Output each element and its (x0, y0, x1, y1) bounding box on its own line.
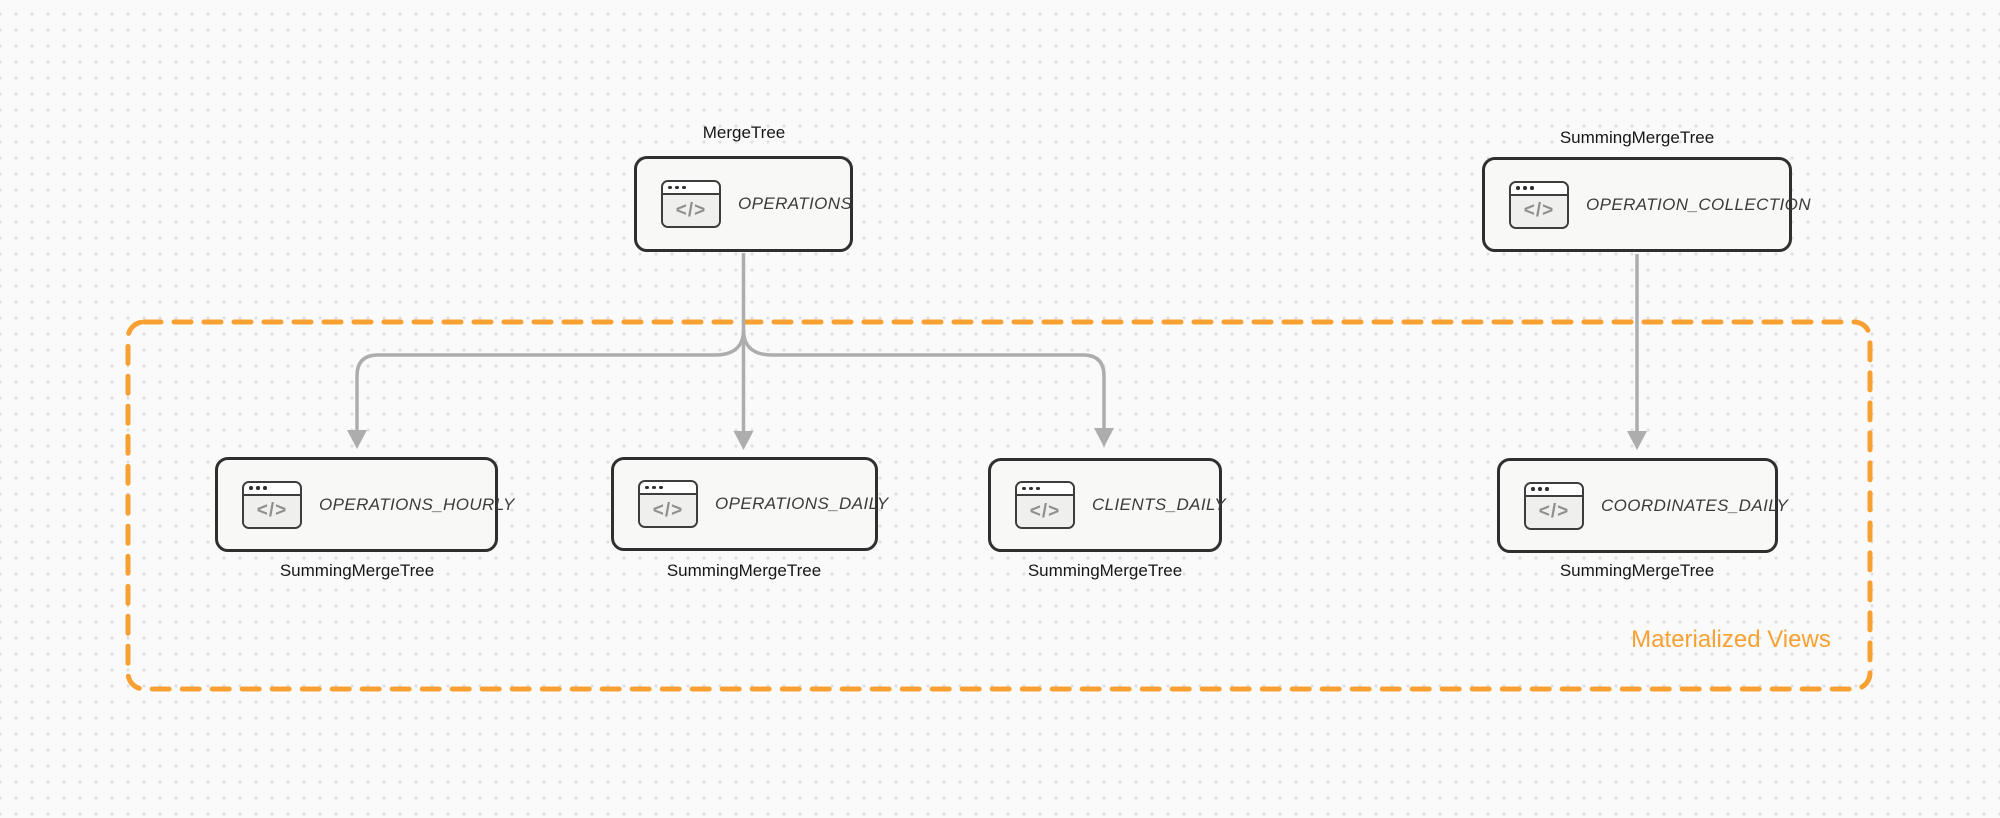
node-operations-hourly: </> OPERATIONS_HOURLY (215, 457, 514, 552)
node-label: OPERATION_COLLECTION (1586, 194, 1811, 214)
engine-caption-operations-hourly: SummingMergeTree (279, 561, 435, 580)
node-operation-collection: </> OPERATION_COLLECTION (1482, 157, 1811, 252)
code-window-icon: </> (661, 180, 721, 228)
materialized-views-label: Materialized Views (1631, 626, 1831, 653)
edge-operations-to-operations-daily (733, 253, 754, 450)
code-window-icon: </> (1524, 481, 1584, 530)
node-coordinates-daily: </> COORDINATES_DAILY (1497, 458, 1788, 553)
code-glyph-icon: </> (1017, 496, 1073, 527)
code-window-icon: </> (638, 480, 698, 528)
node-clients-daily: </> CLIENTS_DAILY (988, 458, 1226, 552)
code-window-icon: </> (1015, 481, 1075, 529)
node-label: OPERATIONS_DAILY (715, 494, 889, 513)
node-label: CLIENTS_DAILY (1092, 495, 1227, 514)
window-dots-icon (1511, 182, 1567, 196)
window-dots-icon (244, 482, 300, 496)
materialized-views-group-box (125, 319, 1873, 692)
node-operations-daily: </> OPERATIONS_DAILY (611, 457, 888, 551)
node-label: COORDINATES_DAILY (1601, 495, 1789, 515)
window-dots-icon (1526, 483, 1582, 497)
engine-caption-coordinates-daily: SummingMergeTree (1559, 561, 1715, 580)
code-glyph-icon: </> (640, 495, 696, 526)
code-glyph-icon: </> (1511, 195, 1567, 227)
code-glyph-icon: </> (244, 495, 300, 527)
edge-operations-to-operations-hourly (347, 329, 746, 449)
code-window-icon: </> (242, 480, 302, 529)
edge-operation-collection-to-coordinates-daily (1627, 254, 1647, 450)
node-label: OPERATIONS_HOURLY (319, 494, 515, 514)
engine-caption-operations-daily: SummingMergeTree (666, 561, 822, 580)
window-dots-icon (1017, 483, 1073, 496)
engine-caption-clients-daily: SummingMergeTree (1027, 561, 1183, 580)
code-glyph-icon: </> (663, 195, 719, 226)
engine-caption-operation-collection: SummingMergeTree (1559, 128, 1715, 147)
code-glyph-icon: </> (1526, 496, 1582, 528)
node-label: OPERATIONS (738, 194, 853, 213)
code-window-icon: </> (1509, 180, 1569, 229)
window-dots-icon (640, 482, 696, 495)
node-operations: </> OPERATIONS (634, 156, 853, 252)
edge-operations-to-clients-daily (741, 329, 1114, 447)
engine-caption-operations: MergeTree (702, 123, 786, 142)
window-dots-icon (663, 182, 719, 195)
